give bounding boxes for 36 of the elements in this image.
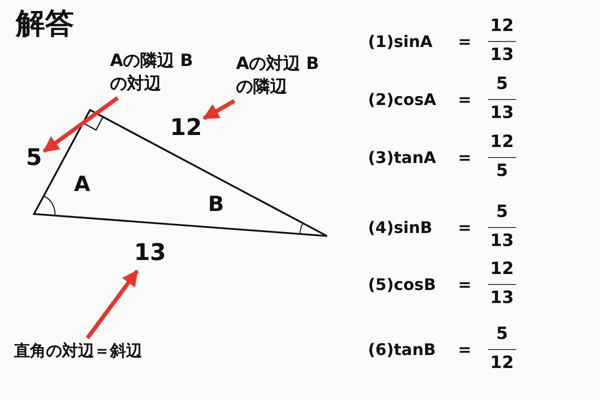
arrow — [86, 270, 139, 340]
side-annotation: 直角の対辺＝斜辺 — [14, 340, 142, 362]
function-name: (2)cosA — [368, 89, 436, 111]
side-annotation: Aの対辺 Bの隣辺 — [236, 53, 320, 99]
numerator: 12 — [489, 258, 515, 281]
numerator: 12 — [489, 131, 515, 154]
function-name: (5)cosB — [368, 274, 436, 296]
side-length: 12 — [170, 113, 202, 144]
equals-sign: = — [458, 89, 472, 111]
arrow — [42, 96, 119, 153]
angle-label: B — [208, 191, 224, 218]
arrow — [202, 99, 236, 120]
numerator: 5 — [495, 323, 509, 346]
side-length: 13 — [134, 238, 166, 270]
denominator: 13 — [489, 230, 515, 253]
title: 解答 — [16, 5, 74, 42]
function-name: (1)sinA — [368, 31, 433, 53]
equals-sign: = — [458, 31, 472, 53]
equals-sign: = — [458, 274, 472, 296]
equals-sign: = — [458, 339, 472, 361]
function-name: (4)sinB — [368, 217, 432, 239]
denominator: 12 — [489, 352, 515, 375]
side-annotation: Aの隣辺 Bの対辺 — [110, 50, 194, 96]
denominator: 13 — [489, 287, 515, 310]
denominator: 5 — [495, 160, 509, 183]
function-name: (6)tanB — [368, 339, 436, 361]
denominator: 13 — [489, 102, 515, 125]
denominator: 13 — [489, 44, 515, 67]
side-length: 5 — [26, 143, 42, 174]
numerator: 5 — [495, 73, 509, 96]
numerator: 12 — [489, 15, 515, 38]
equals-sign: = — [458, 217, 472, 239]
function-name: (3)tanA — [368, 147, 436, 169]
angle-label: A — [74, 171, 90, 198]
numerator: 5 — [495, 201, 509, 224]
equals-sign: = — [458, 147, 472, 169]
